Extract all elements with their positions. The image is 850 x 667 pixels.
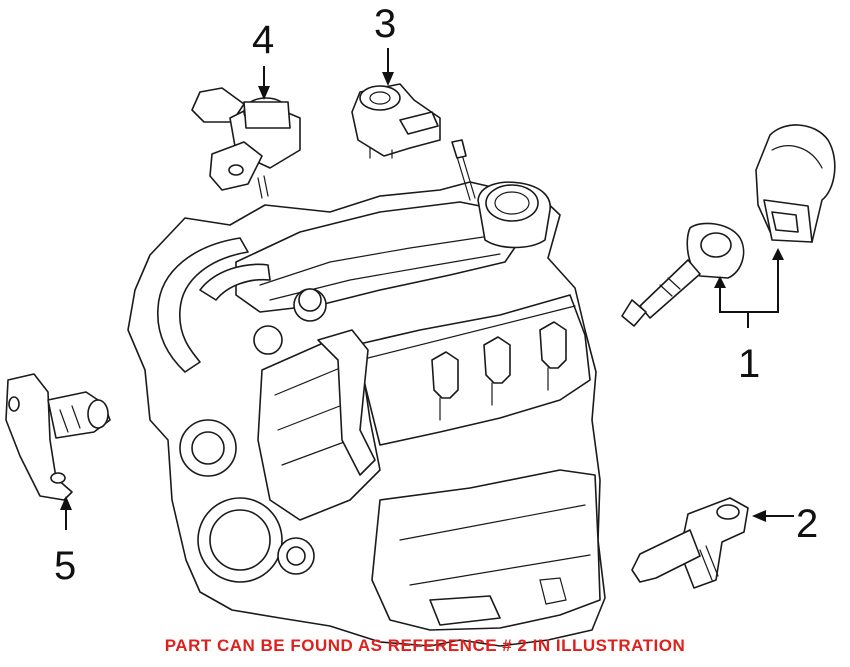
callout-2: 2: [796, 502, 819, 546]
part-1-ignition-coil: [621, 124, 836, 328]
engine-block: [127, 139, 606, 647]
callout-4: 4: [252, 18, 275, 62]
reference-caption: PART CAN BE FOUND AS REFERENCE # 2 IN IL…: [164, 636, 686, 655]
callout-1: 1: [738, 342, 761, 386]
part-3-knock-sensor: [351, 48, 441, 159]
callout-5: 5: [54, 544, 77, 588]
part-4-sensor: [191, 66, 301, 199]
callout-3: 3: [374, 2, 397, 46]
part-5-camshaft-sensor: [5, 373, 111, 530]
part-2-crankshaft-sensor: [631, 497, 794, 589]
